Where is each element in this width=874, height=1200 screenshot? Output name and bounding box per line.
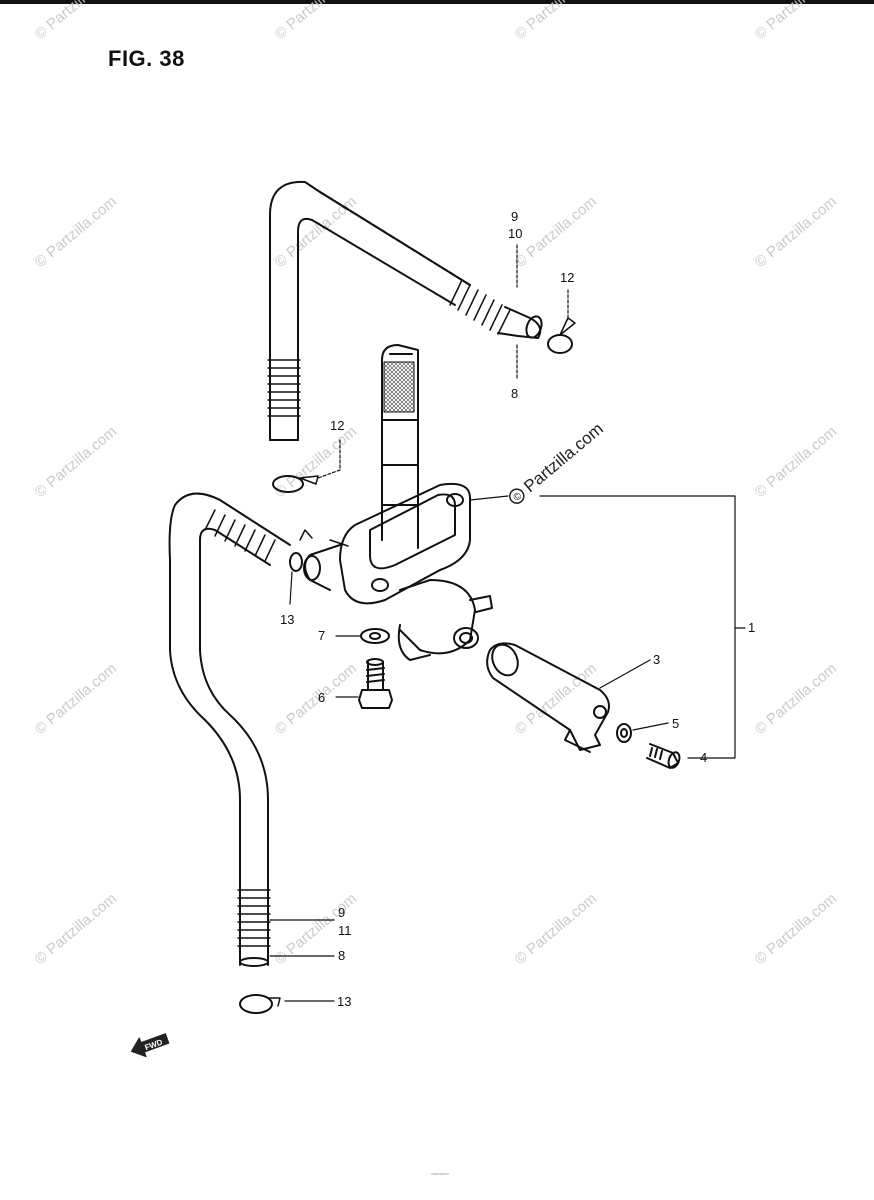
hose-clamp-12-top <box>547 317 576 354</box>
hose-clamp-12-mid <box>272 475 319 493</box>
callout-11: 11 <box>338 923 352 938</box>
callout-12-mid: 12 <box>330 418 344 433</box>
callout-13-bottom: 13 <box>337 994 351 1009</box>
watermark: © Partzilla.com <box>512 0 600 43</box>
washer-5 <box>616 723 632 743</box>
callout-numbers: 9 10 8 12 12 1 3 5 4 7 6 13 9 11 8 13 <box>280 209 755 1009</box>
watermark: © Partzilla.com <box>32 660 120 738</box>
watermark: © Partzilla.com <box>752 193 840 271</box>
watermark: © Partzilla.com <box>32 423 120 501</box>
fuel-cock-assembly <box>303 344 493 661</box>
logo-text: Partzilla.com <box>520 419 607 496</box>
hose-ribs-upper-left <box>267 359 301 417</box>
callout-12-top: 12 <box>560 270 574 285</box>
watermark: © Partzilla.com <box>272 660 360 738</box>
upper-fuel-hose <box>267 180 543 441</box>
watermark: © Partzilla.com <box>32 890 120 968</box>
watermark: © Partzilla.com <box>512 193 600 271</box>
partzilla-logo: © Partzilla.com <box>509 419 607 504</box>
fwd-arrow-icon: FWD <box>130 1033 170 1058</box>
hose-ribs-lower-top <box>204 509 276 562</box>
watermark: © Partzilla.com <box>272 193 360 271</box>
fwd-label: FWD <box>144 1037 164 1052</box>
lower-fuel-hose <box>168 492 291 967</box>
hose-clamp-13-mid <box>289 529 313 572</box>
fuel-cock-lever <box>486 642 610 753</box>
screw-4 <box>646 743 681 769</box>
leader-lines <box>269 244 746 1002</box>
watermark: © Partzilla.com <box>272 0 360 43</box>
callout-7: 7 <box>318 628 325 643</box>
callout-9-top: 9 <box>511 209 518 224</box>
hose-ribs-upper-right <box>449 279 511 335</box>
callout-8-bottom: 8 <box>338 948 345 963</box>
watermark: © Partzilla.com <box>32 193 120 271</box>
callout-3: 3 <box>653 652 660 667</box>
watermark: © Partzilla.com <box>752 0 840 43</box>
callout-5: 5 <box>672 716 679 731</box>
callout-10: 10 <box>508 226 522 241</box>
figure-title: FIG. 38 <box>108 46 185 71</box>
hose-ribs-lower-bottom <box>237 889 271 947</box>
watermark: © Partzilla.com <box>32 0 120 43</box>
washer-7 <box>360 628 390 644</box>
watermark: © Partzilla.com <box>752 423 840 501</box>
watermark: © Partzilla.com <box>272 423 360 501</box>
watermark: © Partzilla.com <box>752 890 840 968</box>
callout-9-bottom: 9 <box>338 905 345 920</box>
bolt-6 <box>358 658 393 709</box>
callout-6: 6 <box>318 690 325 705</box>
watermark: © Partzilla.com <box>512 890 600 968</box>
footer-note: COPYRIGHT <box>431 1172 449 1176</box>
hose-clamp-13-bottom <box>239 994 281 1014</box>
callout-8-top: 8 <box>511 386 518 401</box>
watermark-grid: © Partzilla.com © Partzilla.com © Partzi… <box>32 0 840 968</box>
callout-1: 1 <box>748 620 755 635</box>
callout-4: 4 <box>700 750 707 765</box>
callout-13-mid: 13 <box>280 612 294 627</box>
watermark: © Partzilla.com <box>752 660 840 738</box>
